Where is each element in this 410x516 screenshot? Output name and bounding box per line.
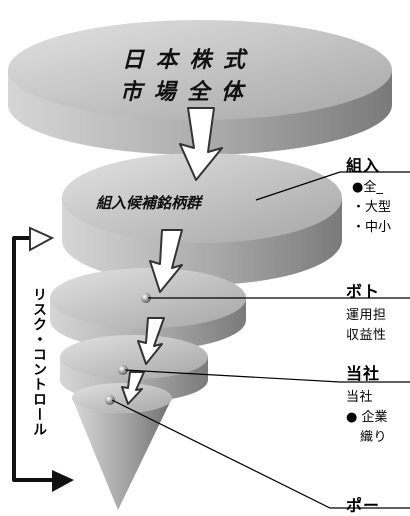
market-title-line2: 市 場 全 体 — [120, 80, 245, 105]
group1-bullet1: ●全_ — [352, 180, 383, 195]
down-arrow-icon — [121, 371, 145, 405]
group1-heading: 組入 — [346, 156, 381, 175]
leader-line — [124, 369, 410, 383]
group4-heading: ポー — [346, 496, 381, 515]
down-arrow-icon — [179, 107, 223, 181]
bracket-arrow-right-icon — [52, 470, 74, 492]
risk-control-label: リスク・コントロール — [28, 284, 50, 440]
candidates-label: 組入候補銘柄群 — [96, 194, 202, 212]
cone-portfolio — [72, 383, 172, 510]
sphere-marker — [118, 365, 128, 375]
group1-bullet2: ・大型 — [352, 200, 392, 215]
risk-control-bracket — [12, 236, 58, 482]
disc-candidates — [62, 153, 342, 285]
sphere-marker — [141, 293, 151, 303]
group3-heading: 当社 — [346, 364, 381, 383]
market-title-line1: 日 本 株 式 — [122, 48, 247, 73]
group3-line2: ● 企業 — [346, 410, 388, 425]
sphere-marker — [105, 395, 115, 405]
leader-line — [111, 399, 410, 509]
group3-line1: 当社 — [346, 390, 374, 405]
group2-line1: 運用担 — [346, 308, 387, 323]
group2-line2: 収益性 — [346, 328, 387, 343]
down-arrow-icon — [149, 229, 183, 293]
group2-heading: ボト — [346, 282, 381, 301]
leader-line — [255, 171, 410, 201]
group1-bullet3: ・中小 — [352, 220, 392, 235]
group3-line3: 織り — [360, 430, 388, 445]
bracket-arrow-up-icon — [29, 226, 55, 252]
down-arrow-icon — [137, 317, 165, 365]
